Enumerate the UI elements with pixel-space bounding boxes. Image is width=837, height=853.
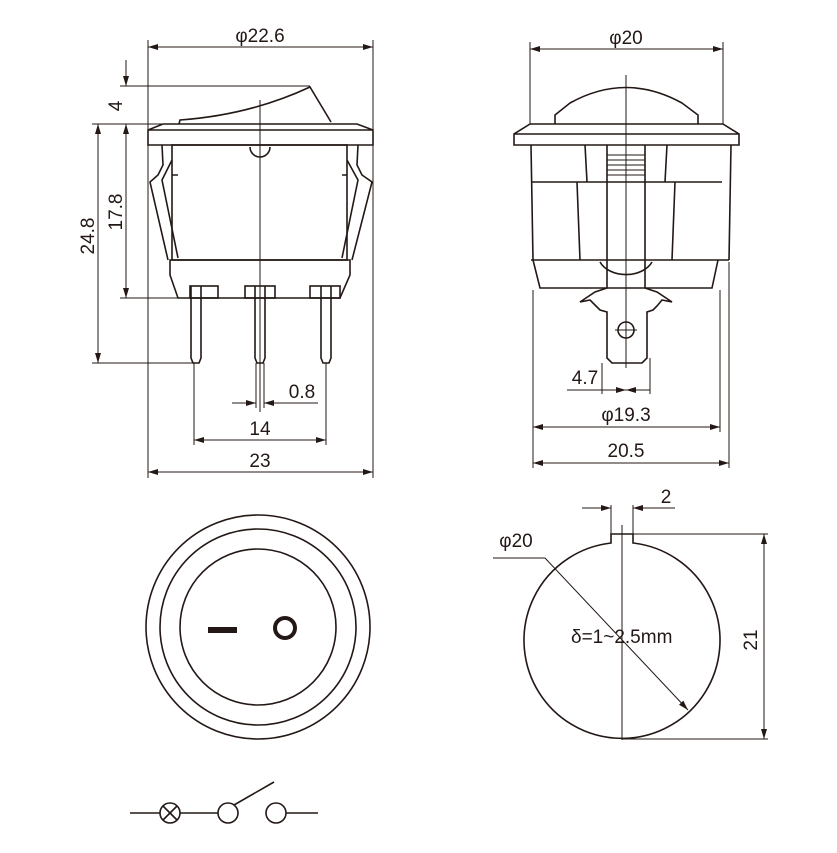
dim-label-dia-20: φ20 <box>609 28 642 49</box>
top-view <box>145 514 371 740</box>
dim-label-dia-19-3: φ19.3 <box>601 405 650 426</box>
extension-lines <box>529 42 730 468</box>
on-symbol-icon <box>273 616 297 640</box>
actuator-face <box>179 548 337 706</box>
dia-leader <box>493 557 689 711</box>
panel-cutout: 2 φ20 δ=1~2.5mm 21 <box>493 487 768 740</box>
dim-label-dia-20: φ20 <box>499 531 532 552</box>
bezel-outer <box>145 514 371 740</box>
rocker-actuator <box>178 85 332 125</box>
terminal <box>579 287 673 364</box>
panel-thickness-label: δ=1~2.5mm <box>571 627 672 648</box>
cutout-outline <box>523 533 721 740</box>
dim-label-dia-22-6: φ22.6 <box>235 26 284 47</box>
dim-label-20-5: 20.5 <box>608 441 645 462</box>
side-view: φ22.6 4 17.8 24.8 0.8 14 23 <box>78 26 374 478</box>
dim-label-2: 2 <box>661 487 672 508</box>
dim-label-24-8: 24.8 <box>78 218 99 255</box>
pins <box>189 285 341 364</box>
housing <box>530 144 732 288</box>
dim-label-17-8: 17.8 <box>106 194 127 231</box>
dim-label-23: 23 <box>249 451 270 472</box>
bezel-inner <box>159 528 357 726</box>
front-view: φ20 4.7 φ19.3 20.5 <box>513 28 740 468</box>
right-clip <box>341 144 373 261</box>
dim-label-4: 4 <box>106 100 127 111</box>
dim-label-0-8: 0.8 <box>289 382 315 403</box>
dim-label-14: 14 <box>249 419 271 440</box>
switch-lever <box>233 781 275 806</box>
switch-contact-icon <box>217 802 239 824</box>
dim-label-21: 21 <box>741 629 762 650</box>
circuit-symbol <box>130 781 318 824</box>
left-clip <box>149 144 179 261</box>
dim-label-4-7: 4.7 <box>572 368 598 389</box>
off-symbol-icon <box>208 627 237 633</box>
switch-contact-icon <box>265 802 287 824</box>
extension-lines <box>92 40 374 478</box>
